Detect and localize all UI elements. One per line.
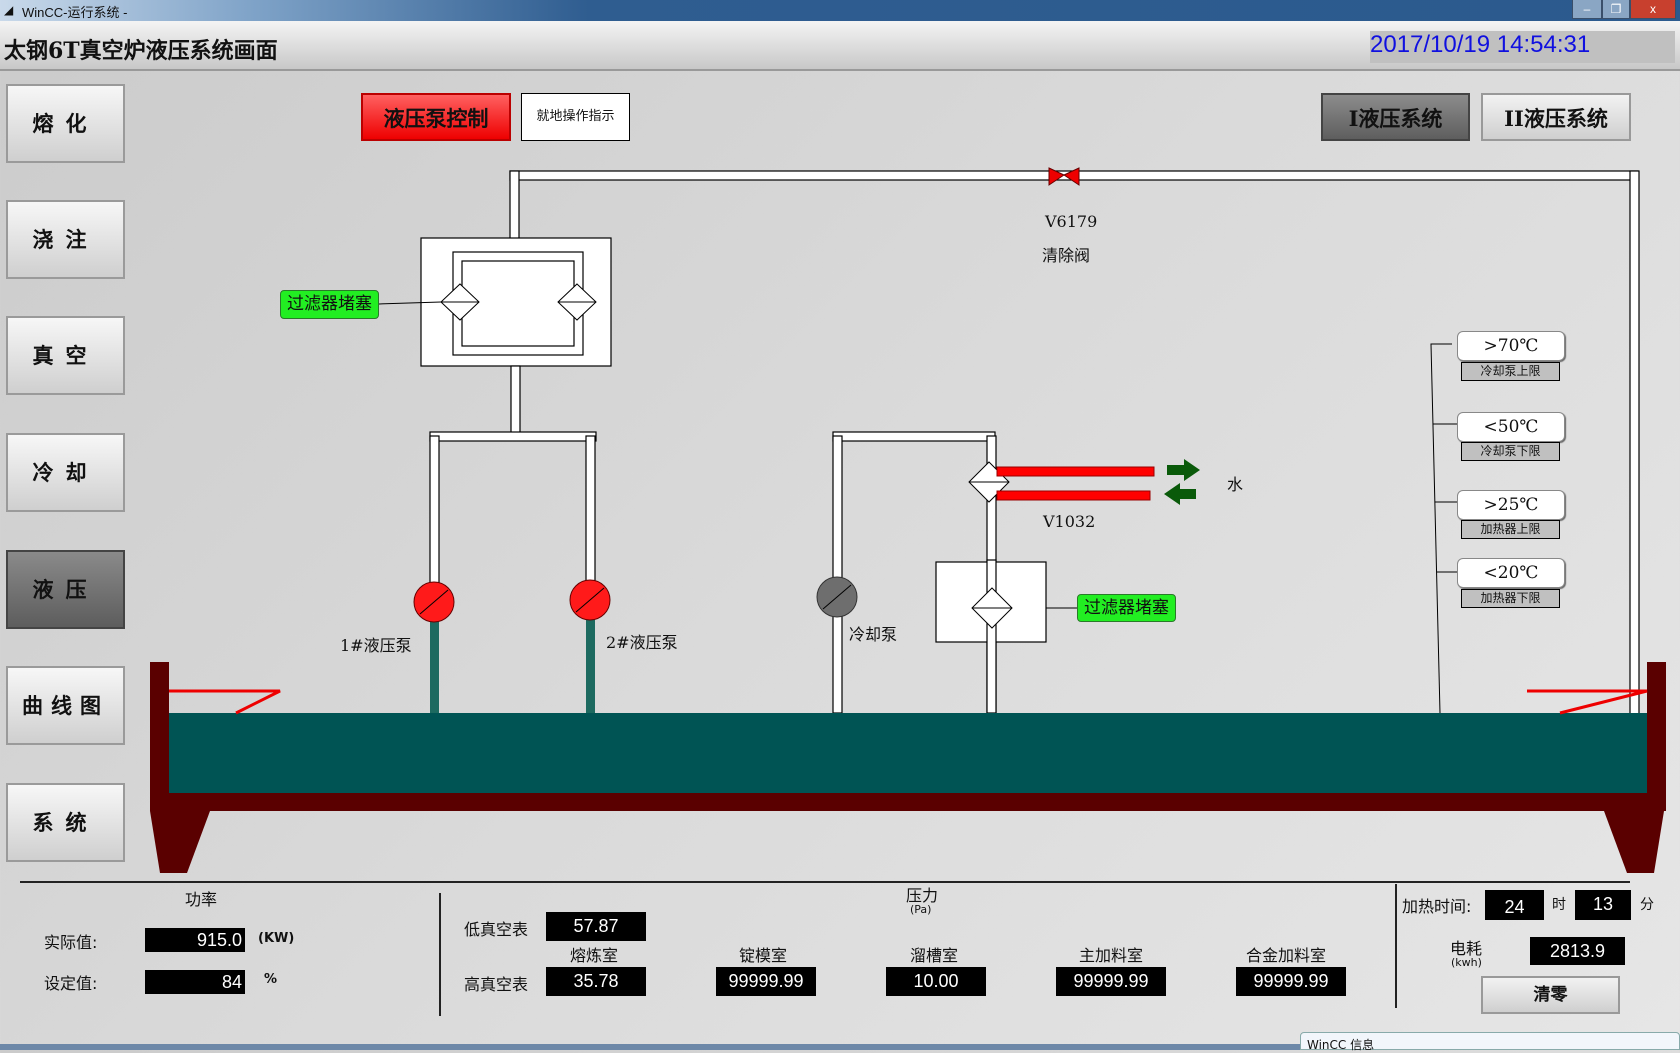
room-pressure-value: 99999.99 (716, 967, 816, 996)
valve-name-label: 清除阀 (1042, 246, 1091, 265)
room-name: 主加料室 (1079, 946, 1144, 965)
temp-limit-label: 冷却泵下限 (1461, 442, 1560, 461)
reset-button[interactable]: 清零 (1481, 976, 1620, 1014)
valve-id-label: V6179 (1045, 212, 1098, 231)
system1-button[interactable]: I液压系统 (1321, 93, 1470, 141)
restore-button[interactable]: ❐ (1602, 0, 1630, 19)
room-pressure-value: 99999.99 (1056, 967, 1166, 996)
power-setpoint-unit: % (264, 972, 278, 987)
pump2-outlet (586, 620, 595, 713)
pump2-icon (569, 579, 611, 621)
minimize-button[interactable]: – (1572, 0, 1602, 19)
tank-wall-right (1647, 662, 1666, 811)
energy-unit: (kwh) (1451, 956, 1482, 969)
pump-control-button[interactable]: 液压泵控制 (361, 93, 511, 141)
pressure-title: 压力 (906, 886, 939, 905)
pipe (1629, 170, 1640, 715)
low-vacuum-label: 低真空表 (464, 920, 529, 939)
power-actual-label: 实际值: (44, 933, 98, 952)
filter-icon (557, 283, 597, 321)
pump1-icon (413, 581, 455, 623)
oil-tank (169, 713, 1647, 793)
sidebar-item-system[interactable]: 系统 (6, 783, 125, 862)
room-name: 锭模室 (739, 946, 788, 965)
datetime-display: 2017/10/19 14:54:31 (1370, 31, 1675, 63)
room-pressure-value: 99999.99 (1236, 967, 1346, 996)
room-name: 溜槽室 (910, 946, 959, 965)
wincc-info-popup[interactable]: WinCC 信息 (1300, 1032, 1680, 1052)
level-line-left (169, 689, 281, 715)
pump1-outlet (430, 622, 439, 713)
temp-limit-value: >25℃ (1457, 490, 1565, 520)
power-actual-unit: (KW) (258, 931, 295, 946)
power-title: 功率 (185, 890, 218, 909)
room-pressure-value: 10.00 (886, 967, 986, 996)
energy-label: 电耗 (1450, 939, 1483, 958)
filter-icon (971, 587, 1013, 629)
close-button[interactable]: x (1630, 0, 1676, 19)
sidebar-item-vacuum[interactable]: 真空 (6, 316, 125, 395)
pump1-label: 1#液压泵 (340, 636, 412, 655)
sidebar-item-melting[interactable]: 熔化 (6, 84, 125, 163)
power-setpoint-value: 84 (145, 970, 245, 994)
sidebar-item-cooling[interactable]: 冷却 (6, 433, 125, 512)
temperature-bracket (1430, 343, 1452, 714)
sidebar-item-trend[interactable]: 曲线图 (6, 666, 125, 745)
energy-value: 2813.9 (1530, 937, 1625, 965)
temp-limit-label: 加热器下限 (1461, 589, 1560, 608)
system2-button[interactable]: II液压系统 (1481, 93, 1631, 141)
pump2-label: 2#液压泵 (606, 633, 678, 652)
heating-time-label: 加热时间: (1402, 897, 1472, 916)
sidebar-item-pouring[interactable]: 浇注 (6, 200, 125, 279)
power-setpoint-label: 设定值: (44, 974, 98, 993)
window-titlebar: ◢ WinCC-运行系统 - – ❐ x (0, 0, 1680, 21)
filter-clog-alarm-1: 过滤器堵塞 (280, 290, 379, 319)
filter-clog-alarm-2: 过滤器堵塞 (1077, 594, 1176, 622)
temp-limit-value: <20℃ (1457, 558, 1565, 588)
sidebar-item-hydraulic[interactable]: 液压 (6, 550, 125, 629)
temp-limit-value: <50℃ (1457, 412, 1565, 442)
local-operation-indicator: 就地操作指示 (521, 93, 630, 141)
level-line-right (1527, 689, 1648, 715)
room-pressure-value: 35.78 (546, 967, 646, 996)
temp-limit-value: >70℃ (1457, 331, 1565, 361)
pipe (509, 170, 520, 240)
minutes-unit: 分 (1640, 897, 1654, 913)
window-title: WinCC-运行系统 - (22, 5, 128, 20)
cold-water-pipe (996, 490, 1151, 501)
water-label: 水 (1227, 475, 1244, 494)
room-name: 合金加料室 (1246, 946, 1327, 965)
temp-limit-label: 加热器上限 (1461, 520, 1560, 539)
high-vacuum-label: 高真空表 (464, 975, 529, 994)
heating-minutes-value: 13 (1575, 890, 1631, 920)
hours-unit: 时 (1552, 897, 1566, 913)
connector-line (378, 301, 442, 305)
cooling-pump-icon (816, 576, 858, 618)
taskbar (0, 1044, 1680, 1050)
heating-hours-value: 24 (1485, 890, 1544, 920)
tank-base (150, 793, 1666, 811)
low-vacuum-value: 57.87 (546, 912, 646, 941)
hot-water-pipe (996, 466, 1155, 477)
water-in-arrow-icon (1164, 483, 1196, 505)
cooling-pump-label: 冷却泵 (849, 625, 898, 644)
tank-leg (150, 811, 210, 873)
wincc-logo-icon: ◢ (4, 3, 14, 17)
page-title: 太钢6T真空炉液压系统画面 (4, 38, 278, 64)
tank-leg (1604, 811, 1664, 873)
filter-icon (440, 283, 480, 321)
power-actual-value: 915.0 (145, 928, 245, 952)
pressure-unit: (Pa) (910, 903, 932, 916)
valve-v6179-icon (1048, 167, 1080, 186)
exchanger-id-label: V1032 (1043, 512, 1096, 531)
tank-wall-left (150, 662, 169, 811)
header: 太钢6T真空炉液压系统画面 2017/10/19 14:54:31 (0, 21, 1680, 71)
pipe (510, 365, 521, 437)
water-out-arrow-icon (1167, 459, 1200, 481)
temp-limit-label: 冷却泵上限 (1461, 362, 1560, 381)
cooling-pipe (832, 431, 996, 442)
room-name: 熔炼室 (570, 946, 619, 965)
